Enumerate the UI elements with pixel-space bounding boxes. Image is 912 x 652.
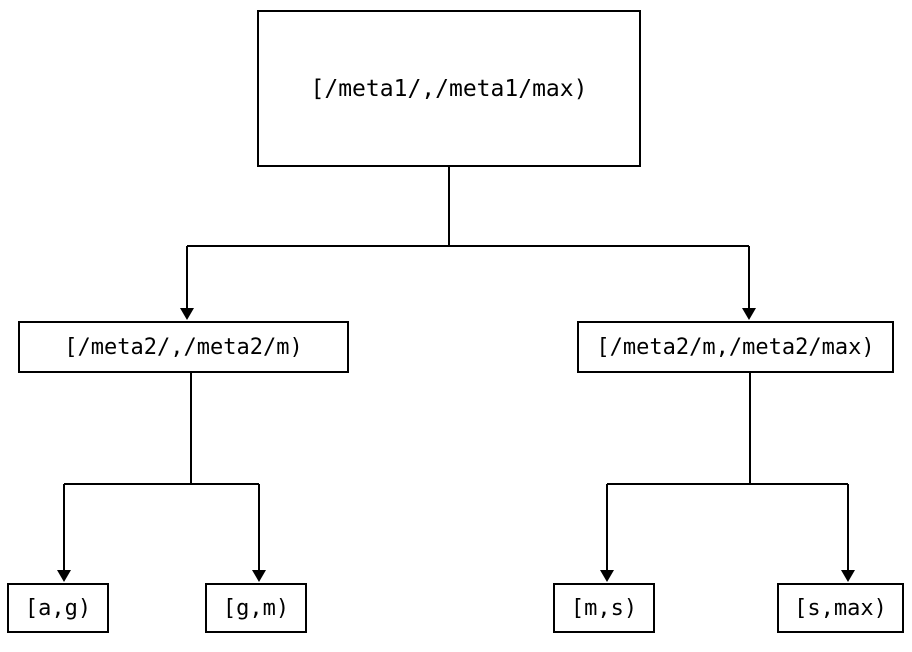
node-root-box xyxy=(257,10,641,167)
arrowhead-leaf-ms xyxy=(600,570,614,582)
node-leaf-ms[interactable]: [m,s) xyxy=(553,583,655,633)
node-root-label: [/meta1/,/meta1/max) xyxy=(311,76,588,102)
node-leaf-ag[interactable]: [a,g) xyxy=(7,583,109,633)
edge-group-root-to-mid xyxy=(180,166,756,320)
edge-group-midleft-to-leaves xyxy=(57,372,266,582)
node-leaf-ag-label: [a,g) xyxy=(25,596,91,621)
node-mid-right-box xyxy=(577,321,894,373)
arrowhead-leaf-smax xyxy=(841,570,855,582)
node-leaf-smax-box xyxy=(777,583,904,633)
edge-group-midright-to-leaves xyxy=(600,372,855,582)
node-mid-right[interactable]: [/meta2/m,/meta2/max) xyxy=(577,321,894,373)
node-mid-left-box xyxy=(18,321,349,373)
node-mid-left-label: [/meta2/,/meta2/m) xyxy=(64,335,302,360)
node-mid-left[interactable]: [/meta2/,/meta2/m) xyxy=(18,321,349,373)
node-root[interactable]: [/meta1/,/meta1/max) xyxy=(257,10,641,167)
arrowhead-mid-right xyxy=(742,308,756,320)
arrowhead-leaf-ag xyxy=(57,570,71,582)
node-leaf-smax-label: [s,max) xyxy=(794,596,887,621)
arrowhead-mid-left xyxy=(180,308,194,320)
node-mid-right-label: [/meta2/m,/meta2/max) xyxy=(596,335,874,360)
arrowhead-leaf-gm xyxy=(252,570,266,582)
node-leaf-ms-label: [m,s) xyxy=(571,596,637,621)
node-leaf-ms-box xyxy=(553,583,655,633)
node-leaf-ag-box xyxy=(7,583,109,633)
node-leaf-gm-box xyxy=(205,583,307,633)
node-leaf-gm[interactable]: [g,m) xyxy=(205,583,307,633)
node-leaf-gm-label: [g,m) xyxy=(223,596,289,621)
node-leaf-smax[interactable]: [s,max) xyxy=(777,583,904,633)
